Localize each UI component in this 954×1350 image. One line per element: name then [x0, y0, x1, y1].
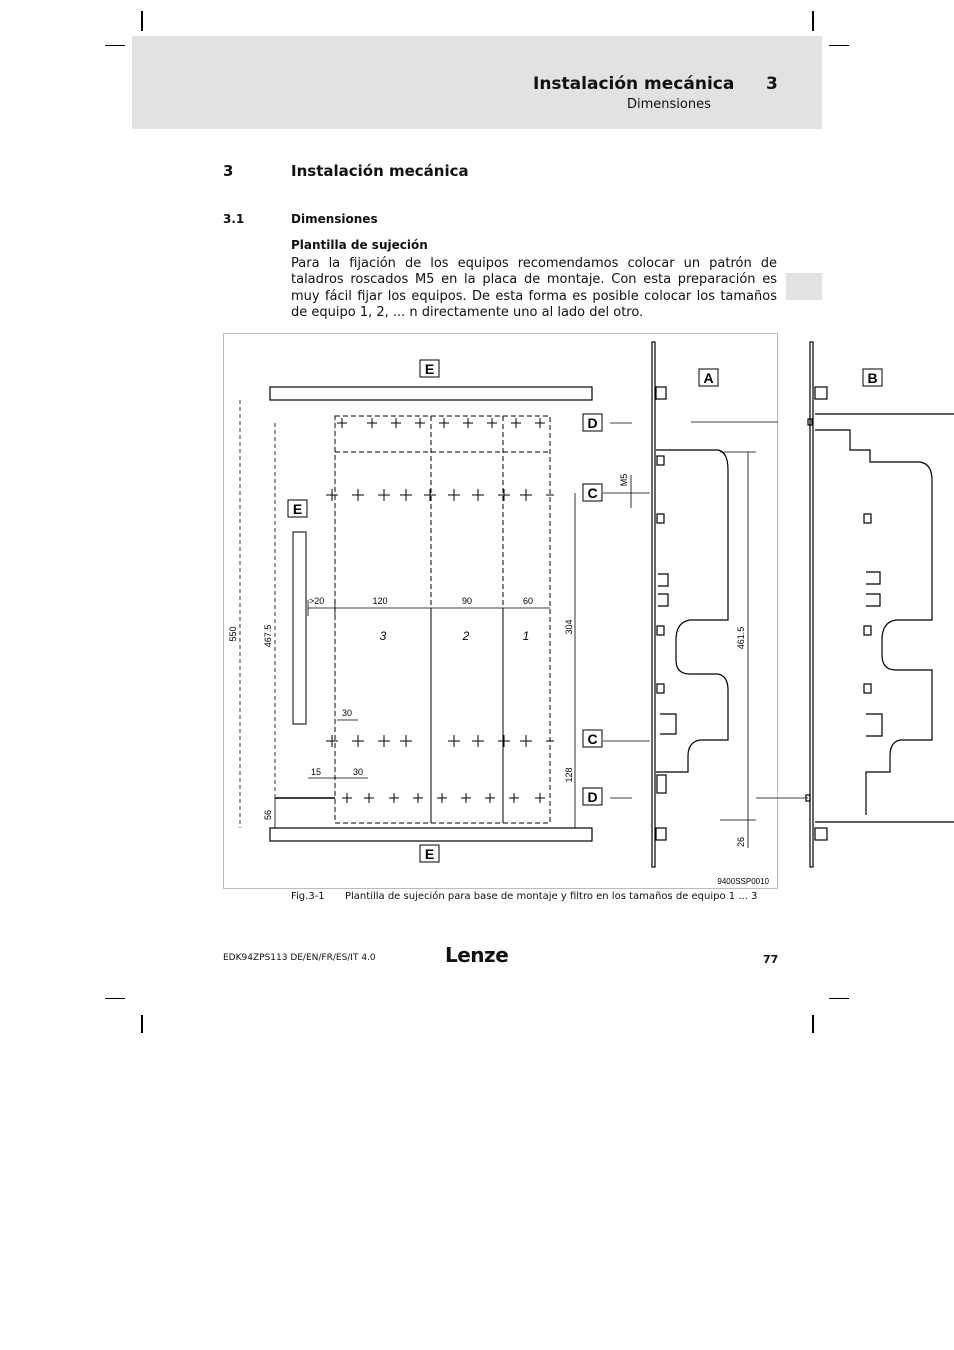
hole-row-bottom — [342, 793, 545, 803]
label-c-bottom: C — [587, 731, 597, 747]
header-title: Instalación mecánica — [533, 74, 735, 94]
dim-m5: M5 — [619, 474, 629, 487]
side-filter-bar — [292, 531, 307, 725]
label-e-left: E — [293, 501, 302, 517]
figure-frame — [223, 333, 778, 889]
label-box-a — [698, 368, 719, 387]
dim-30-b: 30 — [353, 767, 363, 777]
header-band — [132, 36, 822, 129]
body-paragraph: Para la fijación de los equipos recomend… — [291, 256, 777, 320]
figure-caption-text: Plantilla de sujeción para base de monta… — [345, 891, 758, 902]
header-chapter-number: 3 — [766, 74, 778, 94]
figure-caption-label: Fig.3-1 — [291, 891, 325, 902]
dim-30-a: 30 — [342, 708, 352, 718]
label-box-e-top — [419, 359, 440, 378]
crop-mark — [105, 45, 125, 46]
label-d-bottom: D — [587, 789, 597, 805]
label-box-e-left — [287, 499, 308, 518]
dim-15: 15 — [311, 767, 321, 777]
bottom-bar — [269, 827, 593, 842]
size-label-3: 3 — [380, 629, 387, 643]
label-box-e-bottom — [419, 844, 440, 863]
label-d-top: D — [587, 415, 597, 431]
label-box-d-bottom — [582, 787, 603, 806]
dim-550: 550 — [228, 626, 238, 641]
crop-mark — [141, 11, 143, 31]
crop-mark — [105, 998, 125, 999]
dim-20: >20 — [309, 596, 324, 606]
size-label-2: 2 — [462, 629, 470, 643]
chapter-thumb-tab — [786, 273, 822, 300]
page-number: 77 — [763, 953, 779, 966]
dim-467-5: 467.5 — [263, 625, 273, 648]
footprint-outline — [334, 415, 551, 824]
side-view-a — [651, 341, 756, 868]
crop-mark — [829, 998, 849, 999]
label-b: B — [867, 370, 877, 386]
section-title: Instalación mecánica — [291, 162, 469, 180]
dim-304: 304 — [564, 619, 574, 634]
top-bar — [269, 386, 593, 401]
section-number: 3 — [223, 162, 234, 180]
dim-128: 128 — [564, 767, 574, 782]
crop-mark — [829, 45, 849, 46]
subsection-title: Dimensiones — [291, 212, 378, 226]
lenze-logo: Lenze — [445, 943, 509, 967]
dim-56: 56 — [263, 810, 273, 820]
footer-document-id: EDK94ZPS113 DE/EN/FR/ES/IT 4.0 — [223, 953, 376, 963]
hole-row-c-top — [326, 489, 554, 501]
label-a: A — [703, 370, 713, 386]
mounting-template-figure: E E E D C C D A — [223, 333, 778, 889]
dim-60: 60 — [523, 596, 533, 606]
size-label-1: 1 — [523, 629, 530, 643]
label-e-bottom: E — [425, 846, 434, 862]
dim-120: 120 — [372, 596, 387, 606]
dim-26: 26 — [736, 837, 746, 847]
hole-row-c-bottom — [326, 735, 554, 747]
label-e-top: E — [425, 361, 434, 377]
crop-mark — [141, 1015, 143, 1033]
label-c-top: C — [587, 485, 597, 501]
dim-90: 90 — [462, 596, 472, 606]
label-box-c-top — [582, 483, 603, 502]
side-view-b: B — [756, 341, 954, 868]
subsection-number: 3.1 — [223, 212, 245, 226]
crop-mark — [812, 11, 814, 31]
subheading: Plantilla de sujeción — [291, 238, 428, 252]
crop-mark — [812, 1015, 814, 1033]
label-box-d-top — [582, 413, 603, 432]
figure-code: 9400SSP0010 — [717, 877, 769, 886]
header-subtitle: Dimensiones — [627, 97, 711, 112]
hole-row-top — [337, 418, 545, 428]
label-box-c-bottom — [582, 729, 603, 748]
label-box-b — [862, 368, 883, 387]
dim-461-5: 461.5 — [736, 627, 746, 650]
